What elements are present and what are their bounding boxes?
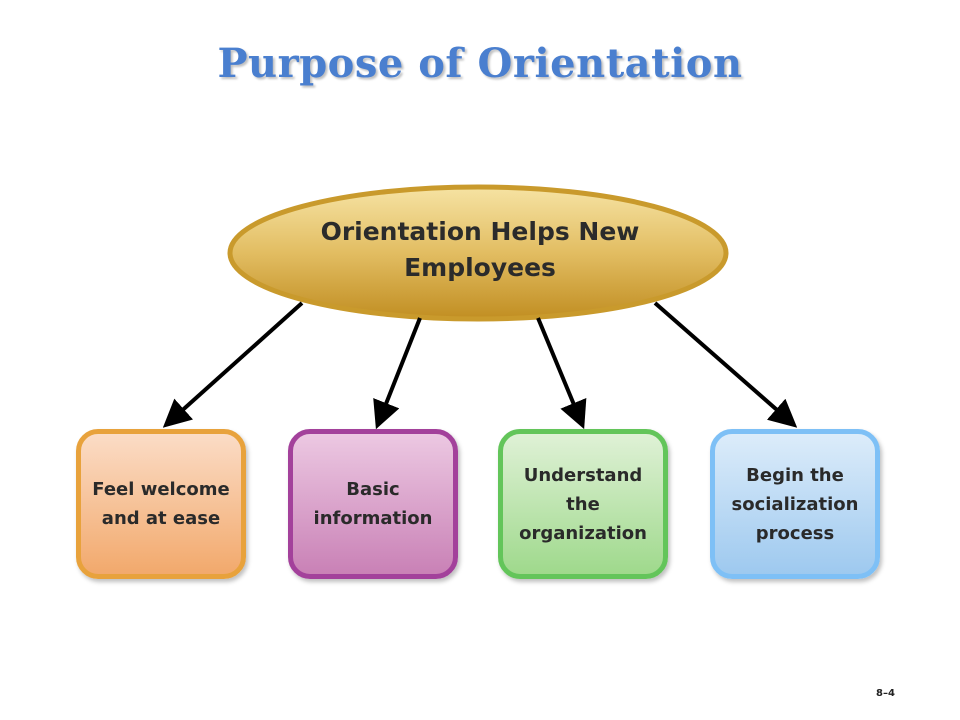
arrow-to-box-1 <box>162 301 304 428</box>
box-feel-welcome: Feel welcome and at ease <box>76 429 246 579</box>
box-label: Basic information <box>313 479 433 529</box>
page-title: Purpose of Orientation <box>217 40 743 87</box>
box-label: Begin the socialization process <box>731 464 859 544</box>
arrow-to-box-3 <box>536 317 587 430</box>
center-oval-line-1: Orientation Helps New <box>320 217 640 246</box>
box-basic-information: Basic information <box>288 429 458 579</box>
center-oval-line-2: Employees <box>404 253 556 282</box>
arrow-to-box-4 <box>653 301 798 428</box>
box-socialization-process: Begin the socialization process <box>710 429 880 579</box>
box-label: Understand the organization <box>519 464 647 544</box>
center-oval <box>227 184 729 322</box>
box-label: Feel welcome and at ease <box>92 479 230 529</box>
center-oval-label: Orientation Helps New Employees <box>300 214 660 286</box>
box-understand-organization: Understand the organization <box>498 429 668 579</box>
arrow-to-box-2 <box>373 317 422 430</box>
slide-number: 8–4 <box>876 688 895 699</box>
